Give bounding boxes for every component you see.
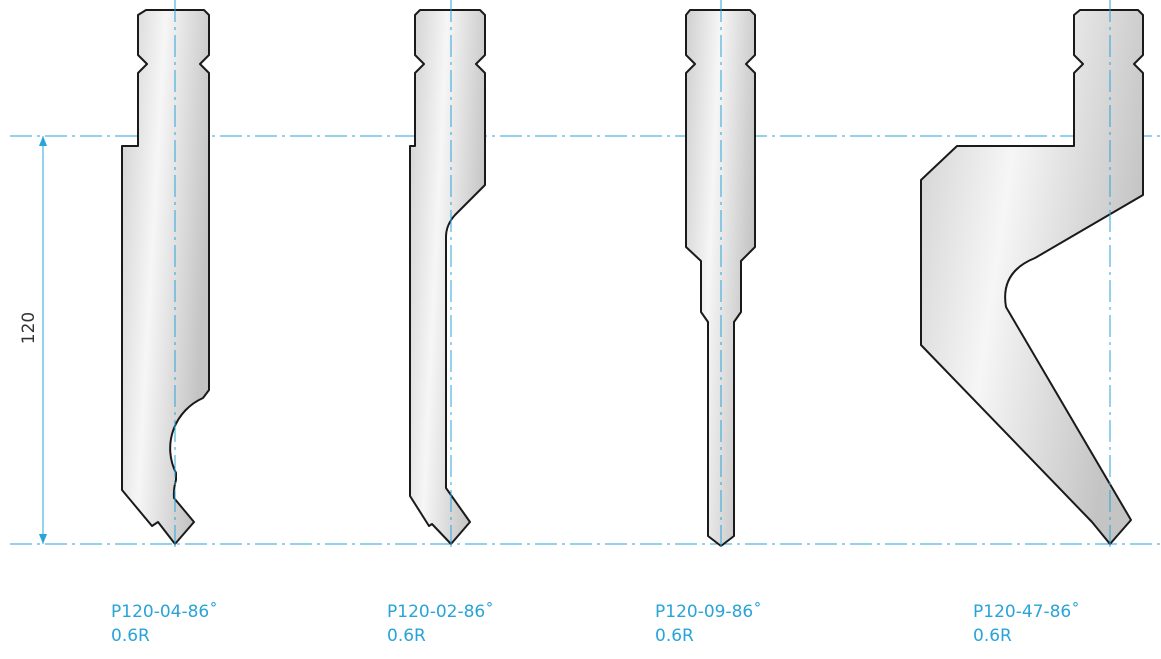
tool-profile-2 — [409, 0, 486, 548]
tool-name-3: P120-09-86˚ — [655, 602, 762, 622]
tool-radius-1: 0.6R — [111, 626, 150, 646]
tool-name-4: P120-47-86˚ — [973, 602, 1080, 622]
tool-radius-3: 0.6R — [655, 626, 694, 646]
tool-name-2: P120-02-86˚ — [387, 602, 494, 622]
tool-label-3: P120-09-86˚ 0.6R — [655, 600, 762, 648]
tool-profile-4 — [920, 0, 1144, 548]
tool-radius-2: 0.6R — [387, 626, 426, 646]
tool-profile-1 — [121, 0, 210, 548]
height-dimension — [39, 136, 47, 544]
tool-label-4: P120-47-86˚ 0.6R — [973, 600, 1080, 648]
height-dimension-value: 120 — [19, 311, 40, 345]
tool-label-2: P120-02-86˚ 0.6R — [387, 600, 494, 648]
tool-name-1: P120-04-86˚ — [111, 602, 218, 622]
tool-profile-3 — [685, 0, 756, 548]
tool-radius-4: 0.6R — [973, 626, 1012, 646]
tool-label-1: P120-04-86˚ 0.6R — [111, 600, 218, 648]
